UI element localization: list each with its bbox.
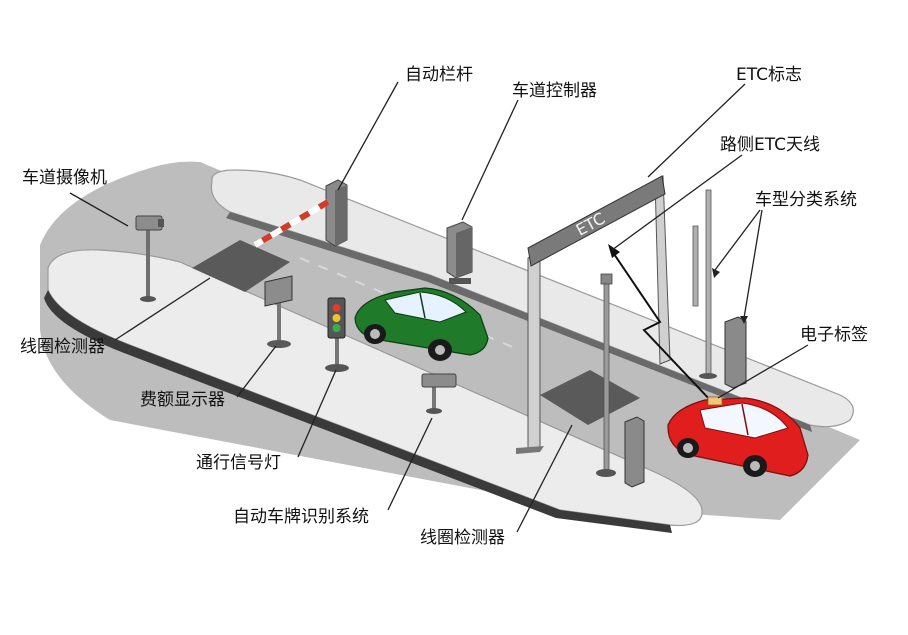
roadside-antenna-pole [596,273,616,477]
leader-loop-detector-bottom [516,424,573,533]
leader-loop-detector-left [114,277,211,341]
label-lane-controller: 车道控制器 [512,81,597,101]
label-roadside-antenna: 路侧ETC天线 [720,135,820,155]
leader-roadside-antenna [611,154,743,251]
auto-barrier [253,179,348,248]
label-etc-sign: ETC标志 [736,65,802,85]
label-traffic-light: 通行信号灯 [196,453,281,473]
leader-lane-controller [461,99,519,221]
antenna-beam [613,253,713,403]
exit-cabinet [624,416,645,488]
label-loop-detector-bottom: 线圈检测器 [420,528,505,548]
arrow-classifier-b [740,316,748,324]
traffic-light [325,297,349,372]
leader-auto-barrier [337,81,399,191]
leader-traffic-light [297,369,337,458]
leader-lane-camera [69,192,129,227]
label-fee-display: 费额显示器 [140,390,225,410]
upper-island-edge [226,212,812,432]
label-electronic-tag: 电子标签 [800,325,868,345]
leader-plate-recognition [387,417,433,511]
label-vehicle-classifier: 车型分类系统 [755,190,857,210]
green-car [354,287,489,361]
leader-vehicle-classifier-a [714,209,761,271]
arrow-classifier-a [712,268,720,278]
leader-etc-sign [647,83,746,178]
label-plate-recognition: 自动车牌识别系统 [233,507,369,527]
leader-electronic-tag [717,344,809,399]
lane-controller [446,221,473,284]
red-car [667,396,809,477]
etc-gantry: ETC [516,175,671,454]
fee-display [264,275,293,348]
vehicle-classifier-poles [692,189,747,389]
lane-camera [135,215,164,302]
antenna-beam-tip [608,244,620,258]
plate-recognition-camera [421,373,457,414]
label-lane-camera: 车道摄像机 [22,168,107,188]
label-loop-detector-left: 线圈检测器 [20,337,105,357]
label-auto-barrier: 自动栏杆 [405,65,473,85]
leader-vehicle-classifier-b [743,209,763,319]
loop-detector-patch-right [540,370,640,425]
loop-detector-patch-left [192,240,290,292]
leader-fee-display [236,345,277,398]
